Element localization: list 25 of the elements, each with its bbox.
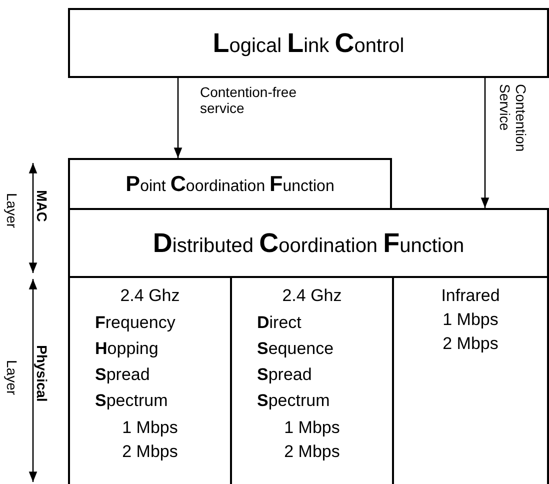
- rate-text: 2 Mbps: [284, 441, 340, 463]
- protocol-box: [68, 8, 549, 78]
- layer-label: Layer: [4, 193, 20, 228]
- medium-text: Infrared: [441, 285, 500, 307]
- rate-text: 1 Mbps: [122, 417, 178, 439]
- rate-text: 1 Mbps: [442, 309, 498, 331]
- band-text: 2.4 Ghz: [282, 285, 342, 307]
- rate-text: 2 Mbps: [122, 441, 178, 463]
- layer-title: Distributed Coordination Function: [152, 228, 464, 258]
- edge-label: Contention-free service: [200, 84, 298, 116]
- arrow: [174, 78, 182, 158]
- layer-title: Logical Link Control: [212, 28, 404, 58]
- rate-text: 2 Mbps: [442, 333, 498, 355]
- band-text: 2.4 Ghz: [120, 285, 180, 307]
- layer-label: Physical: [34, 345, 50, 402]
- technique-text: Direct Sequence Spread Spectrum: [257, 312, 335, 412]
- protocol-box: [68, 208, 549, 278]
- protocol-box: [68, 158, 392, 210]
- arrow: [480, 78, 490, 208]
- layer-label: Layer: [4, 360, 20, 396]
- edge-label: Contention Service: [497, 84, 529, 154]
- layer-title: Point Coordination Function: [126, 171, 334, 197]
- layer-label: MAC: [34, 190, 50, 222]
- technique-text: Frequency Hopping Spread Spectrum: [95, 312, 176, 412]
- rate-text: 1 Mbps: [284, 417, 340, 439]
